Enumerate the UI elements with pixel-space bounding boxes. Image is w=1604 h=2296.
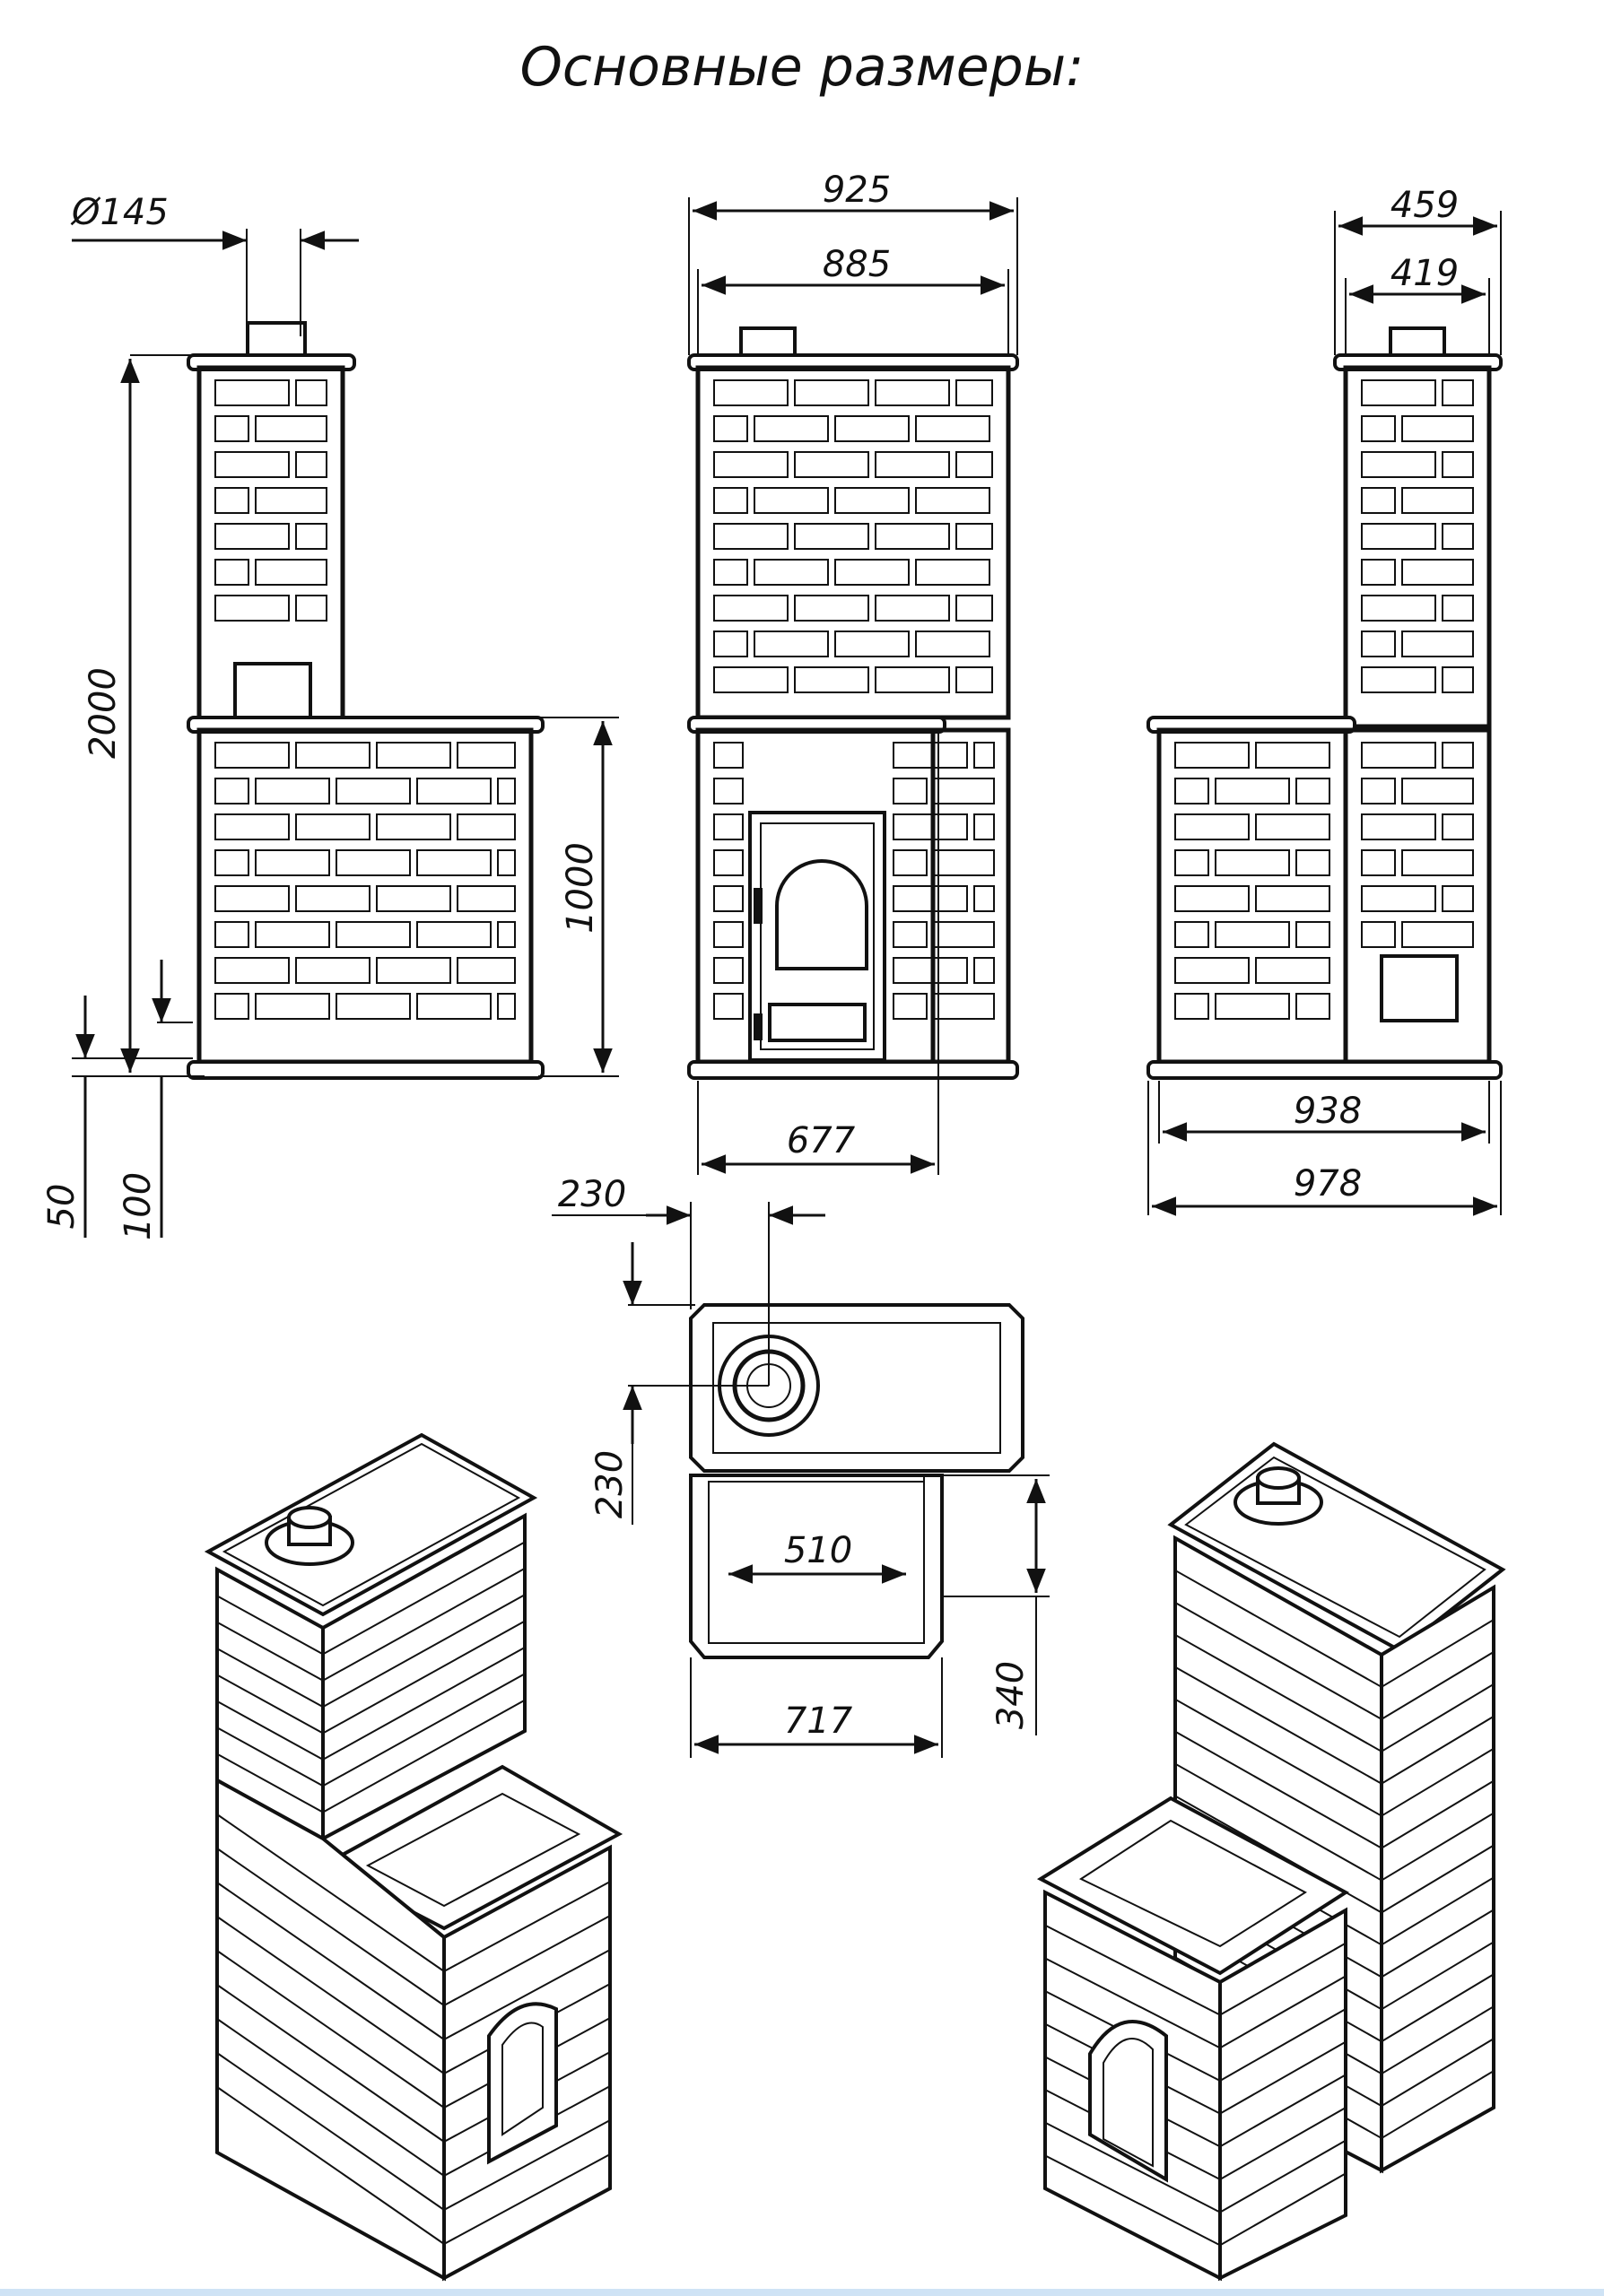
dim-plan-offset-y: 230 — [589, 1450, 631, 1518]
dim-side-depth-outer: 978 — [1294, 1163, 1362, 1205]
isometric-view-left — [204, 1432, 623, 2282]
bottom-bar — [0, 2289, 1604, 2296]
isometric-view-right — [1036, 1441, 1506, 2282]
firebox-bricks — [214, 742, 516, 1020]
dim-plan-offset-x: 230 — [558, 1174, 626, 1215]
iso-left-door — [487, 2002, 558, 2165]
iso-right-lower-bricks — [1044, 1924, 1347, 2247]
dim-front-inner-width: 885 — [823, 244, 891, 285]
front-dimensions: 925 885 677 — [688, 170, 1018, 1175]
dim-side-outer-width: 459 — [1390, 185, 1459, 226]
door-glass — [775, 859, 868, 970]
left-elevation — [187, 321, 545, 1080]
front-firebox-bricks — [713, 742, 995, 1020]
front-chimney-bricks — [713, 379, 993, 693]
dim-side-inner-width: 419 — [1390, 253, 1459, 294]
dim-side-depth-inner: 938 — [1294, 1091, 1362, 1132]
dim-chimney-diameter: Ø145 — [70, 192, 169, 233]
dim-plinth-100: 100 — [118, 1172, 159, 1240]
ash-door — [768, 1003, 867, 1042]
plan-view — [689, 1303, 1024, 1659]
dim-firebox-height: 1000 — [560, 842, 601, 934]
right-chimney-bricks — [1361, 379, 1474, 693]
iso-left-bricks — [216, 1541, 526, 1813]
right-elevation — [1146, 326, 1503, 1080]
dim-plan-inner-width: 510 — [784, 1530, 852, 1571]
iso-right-door — [1088, 2020, 1168, 2183]
right-dimensions: 459 419 938 978 — [1147, 185, 1502, 1216]
chimney-bricks — [214, 379, 327, 622]
dim-plan-depth: 340 — [990, 1661, 1032, 1729]
dim-front-outer-width: 925 — [823, 170, 891, 211]
right-firebox-bricks — [1174, 742, 1474, 1020]
dim-total-height: 2000 — [83, 667, 124, 759]
front-elevation — [687, 326, 1019, 1080]
left-dimensions: 2000 1000 50 100 Ø145 — [41, 192, 619, 1240]
dim-plan-total-width: 717 — [784, 1700, 853, 1742]
dim-front-lower-width: 677 — [787, 1120, 856, 1161]
dim-plinth-50: 50 — [41, 1184, 83, 1230]
drawing-title: Основные размеры: — [520, 36, 1085, 99]
plan-dimensions: 230 230 510 717 340 — [552, 1174, 1050, 1758]
